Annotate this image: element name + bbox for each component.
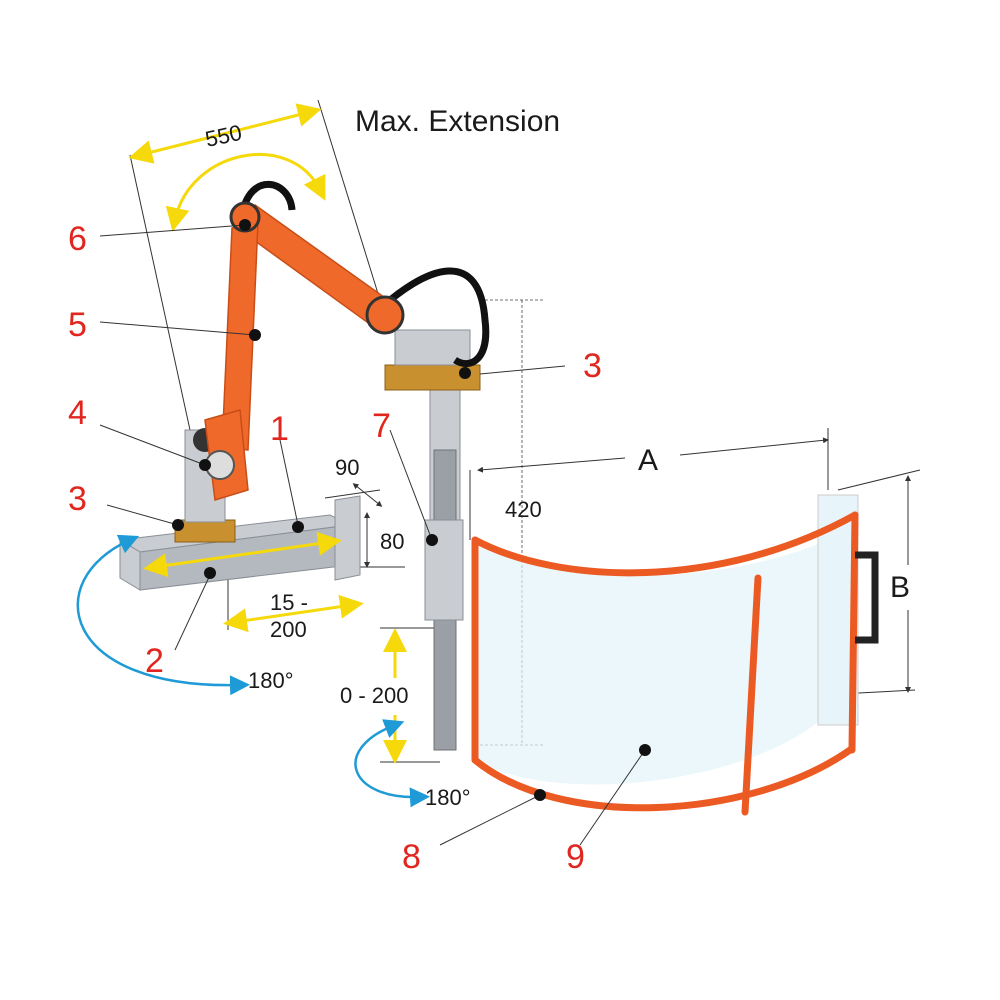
dim-guard-height: B xyxy=(890,571,910,604)
callout-6: 6 xyxy=(68,220,87,258)
callout-4: 4 xyxy=(68,394,87,432)
dim-rotation-column: 180° xyxy=(425,785,471,810)
dim-slide-range-1: 15 - xyxy=(270,590,308,615)
callout-3-bottom: 3 xyxy=(68,480,87,518)
dim-bracket-width: 90 xyxy=(335,455,359,480)
dim-column-height: 420 xyxy=(505,497,542,522)
callout-3-top: 3 xyxy=(583,347,602,385)
callout-leaders xyxy=(99,224,646,846)
black-dimension-arrows xyxy=(352,437,911,693)
callout-5: 5 xyxy=(68,306,87,344)
dim-rotation-base: 180° xyxy=(248,668,294,693)
title-max-extension: Max. Extension xyxy=(355,105,560,138)
dim-slide-range-2: 200 xyxy=(270,617,307,642)
dim-arm-reach: 550 xyxy=(203,120,244,152)
callout-7: 7 xyxy=(372,407,391,445)
callout-1: 1 xyxy=(270,410,289,448)
dim-bracket-height: 80 xyxy=(380,529,404,554)
rotation-arrows xyxy=(76,534,430,808)
callout-8: 8 xyxy=(402,838,421,876)
callout-dots xyxy=(172,219,651,801)
safety-guard xyxy=(471,494,879,816)
dimension-arrows xyxy=(128,103,407,764)
dim-guard-width: A xyxy=(638,444,658,477)
callout-2: 2 xyxy=(145,642,164,680)
callout-9: 9 xyxy=(566,838,585,876)
dim-height-adjust: 0 - 200 xyxy=(340,683,409,708)
